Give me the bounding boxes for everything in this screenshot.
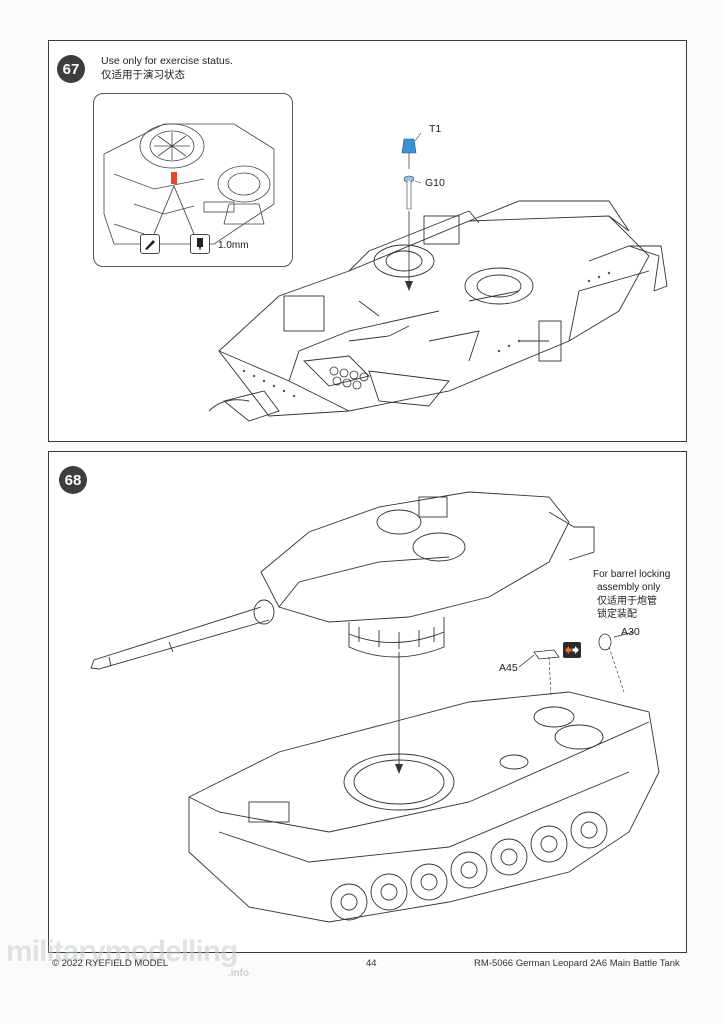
thickness-label: 1.0mm: [218, 240, 249, 251]
footer-product: RM-5066 German Leopard 2A6 Main Battle T…: [474, 958, 680, 969]
footer-copyright: © 2022 RYEFIELD MODEL: [52, 958, 169, 969]
highlight-part: [171, 172, 177, 184]
detail-inset: 1.0mm: [93, 93, 293, 267]
step-number-badge: 68: [59, 466, 87, 494]
tank-turret-drawing: [208, 132, 668, 422]
watermark-text: militarymodelling: [6, 935, 238, 968]
step-68-panel: 68 For barrel locking assembly only 仅适用于…: [48, 451, 687, 953]
part-label-a30: A30: [621, 626, 640, 638]
barrel-note-cn-1: 仅适用于炮管: [597, 596, 657, 607]
swap-arrow-icon: [563, 642, 581, 658]
inset-drawing: [103, 123, 275, 245]
page-number: 44: [366, 958, 377, 969]
part-label-g10: G10: [425, 177, 445, 189]
step-67-panel: 67 Use only for exercise status. 仅适用于演习状…: [48, 40, 687, 442]
knife-icon: [140, 234, 160, 254]
barrel-note-en-2: assembly only: [597, 582, 661, 593]
tank-assembly-drawing: [90, 491, 660, 923]
barrel-note-en-1: For barrel locking: [593, 569, 671, 580]
watermark-sub: .info: [228, 968, 250, 979]
part-label-a45: A45: [499, 662, 518, 674]
glue-icon: [190, 234, 210, 254]
exercise-note-en: Use only for exercise status.: [101, 55, 233, 67]
barrel-note-cn-2: 锁定装配: [597, 609, 637, 620]
part-label-t1: T1: [429, 123, 442, 135]
step-number-badge: 67: [57, 55, 85, 83]
exercise-note-cn: 仅适用于演习状态: [101, 69, 185, 81]
